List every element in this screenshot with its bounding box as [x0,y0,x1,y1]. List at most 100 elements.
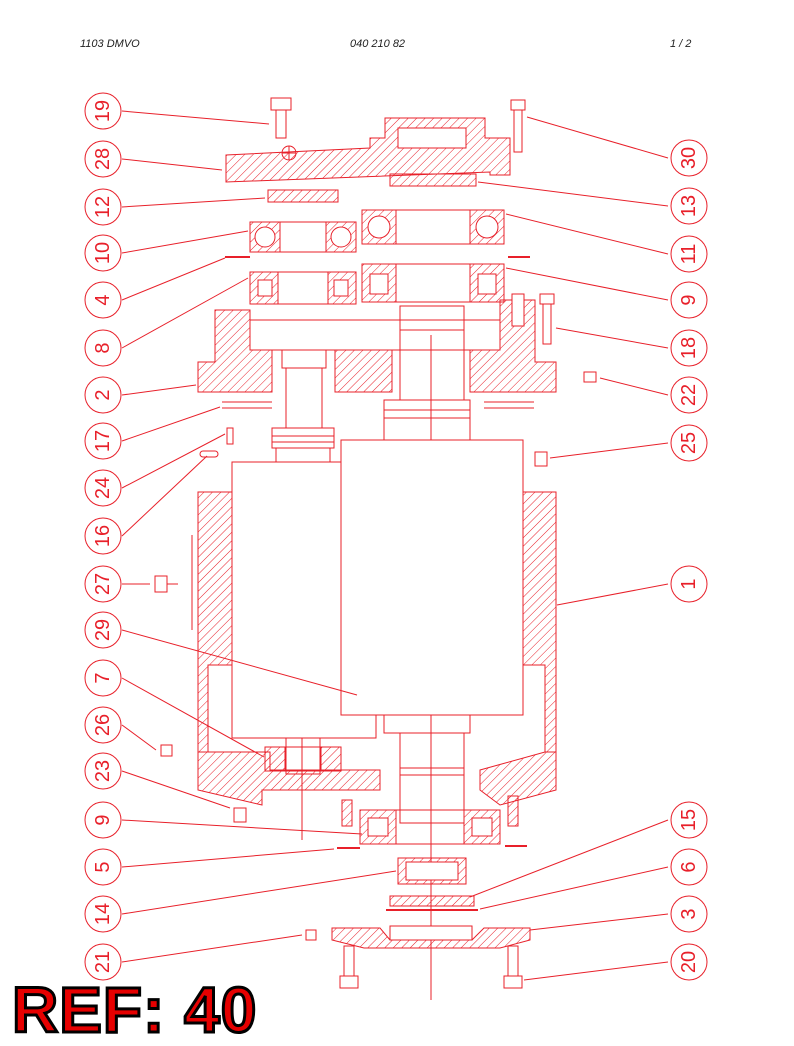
pinion-shaft-head [281,349,327,369]
housing-1-bottom-right [479,751,557,806]
callout-number-right-4: 18 [678,337,700,359]
callout-balloon-right-3 [670,281,708,319]
callout-number-left-16: 5 [92,861,114,872]
plug-21 [305,929,317,941]
callout-number-right-6: 25 [678,432,700,454]
callout-number-left-17: 14 [92,903,114,925]
plug-25 [534,451,548,467]
callout-number-left-14: 23 [92,760,114,782]
callout-number-right-10: 3 [678,908,700,919]
callout-balloon-left-17 [84,895,122,933]
bolt-18-shank [542,303,552,345]
callout-number-right-9: 6 [678,861,700,872]
callout-number-left-12: 7 [92,672,114,683]
callout-balloon-left-18 [84,943,122,981]
key-16 [199,450,219,458]
housing-2-bore [249,319,501,351]
callout-balloon-left-3 [84,234,122,272]
callout-number-left-4: 4 [92,294,114,305]
callout-number-left-3: 10 [92,242,114,264]
callout-balloon-right-9 [670,848,708,886]
callout-number-left-1: 28 [92,148,114,170]
part-24 [226,427,234,445]
callout-balloon-left-0 [84,92,122,130]
callout-balloon-left-16 [84,848,122,886]
callout-number-right-11: 20 [678,951,700,973]
callout-balloon-right-1 [670,187,708,225]
housing-2-center [334,349,393,393]
top-cover [225,117,511,183]
callout-balloon-right-11 [670,943,708,981]
bolt-18-head [539,293,555,305]
ring-15 [389,895,475,907]
gear-29-main [340,439,524,716]
callout-balloon-right-6 [670,424,708,462]
callouts-right: 30 13 11 9 18 22 25 1 15 6 3 20 [670,139,708,981]
callout-balloon-right-10 [670,895,708,933]
callout-balloon-right-8 [670,801,708,839]
callout-balloon-left-6 [84,376,122,414]
callout-number-left-18: 21 [92,951,114,973]
header-doc-code: 1103 DMVO [80,38,140,50]
callout-number-left-11: 29 [92,619,114,641]
bolt-20-head [503,975,523,989]
callout-number-left-13: 26 [92,714,114,736]
housing-1-bottom-left [197,751,381,806]
callout-balloon-left-7 [84,422,122,460]
callout-number-right-8: 15 [678,809,700,831]
plug-26 [160,744,173,757]
callout-balloon-left-12 [84,659,122,697]
callout-balloon-left-11 [84,611,122,649]
callout-balloon-left-14 [84,752,122,790]
callouts-left: 19 28 12 10 4 8 2 17 24 16 27 29 7 26 23 9 5 14 21 [84,92,122,981]
callout-number-right-1: 13 [678,195,700,217]
bolt-left-shank [343,945,355,977]
callout-balloon-left-2 [84,188,122,226]
callout-number-left-15: 9 [92,814,114,825]
seal-12 [267,189,339,203]
leader-lines [121,110,669,981]
bolt-19-shank [275,109,287,139]
housing-2-left [197,309,273,393]
callout-number-left-9: 16 [92,525,114,547]
callout-balloon-right-2 [670,235,708,273]
callout-number-left-6: 2 [92,389,114,400]
callout-number-right-0: 30 [678,147,700,169]
callout-number-left-2: 12 [92,196,114,218]
top-cover-recess [397,127,467,149]
callout-balloon-left-9 [84,517,122,555]
callout-number-left-7: 17 [92,430,114,452]
callout-number-left-0: 19 [92,100,114,122]
drawing-geometry [154,97,597,1000]
callout-number-left-8: 24 [92,477,114,499]
callout-balloon-right-5 [670,376,708,414]
callout-balloon-left-15 [84,801,122,839]
ref-label: REF: 40 [10,974,258,1046]
callout-number-right-5: 22 [678,384,700,406]
callout-balloon-left-5 [84,329,122,367]
header-page-number: 1 / 2 [670,38,692,50]
header-part-number: 040 210 82 [350,38,406,50]
plug-23 [233,807,247,823]
callout-balloon-left-10 [84,565,122,603]
callout-number-left-5: 8 [92,342,114,353]
callout-number-left-10: 27 [92,573,114,595]
callout-balloon-left-1 [84,140,122,178]
callout-balloon-left-4 [84,281,122,319]
bolt-left-head [339,975,359,989]
seal-13 [389,173,477,187]
plug-27 [154,575,168,593]
main-shaft-head [399,305,465,331]
callout-balloon-left-13 [84,706,122,744]
callout-number-right-3: 9 [678,294,700,305]
bottom-cover-3 [331,927,531,949]
callout-balloon-right-4 [670,329,708,367]
bolt-19-head [270,97,292,111]
callout-number-right-2: 11 [678,244,700,265]
bolt-30-shank [513,109,523,153]
callout-number-right-7: 1 [678,578,700,589]
housing-1-left-wall [197,491,233,753]
bolt-20-shank [507,945,519,977]
callout-balloon-left-8 [84,469,122,507]
